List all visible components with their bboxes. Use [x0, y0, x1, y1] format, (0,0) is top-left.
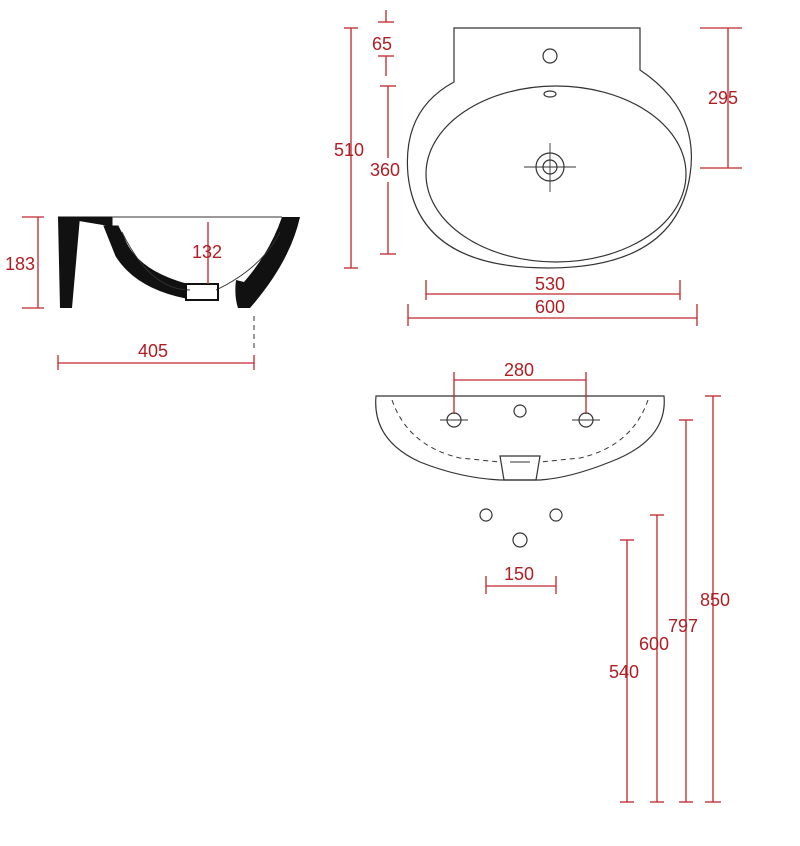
dim-label-850: 850 [700, 590, 730, 610]
dim-label-600-height: 600 [639, 634, 669, 654]
plan-view: 510 65 360 295 530 [334, 10, 742, 326]
bowl-outline-top [425, 85, 687, 263]
dim-total-width: 600 [407, 297, 698, 326]
dim-bowl-width: 530 [425, 274, 681, 300]
dim-label-360: 360 [370, 160, 400, 180]
drain-icon [524, 143, 576, 192]
dim-label-132: 132 [192, 242, 222, 262]
dim-waste-spacing: 150 [485, 564, 557, 594]
fixing-hole-left-icon [440, 412, 468, 428]
dim-label-797: 797 [668, 616, 698, 636]
dim-total-depth: 510 [334, 27, 364, 269]
dim-tap-offset: 65 [372, 10, 394, 76]
dim-fixing-height: 797 [668, 419, 698, 803]
overflow-hole-front-icon [513, 404, 527, 418]
dim-label-183: 183 [5, 254, 35, 274]
dim-label-530: 530 [535, 274, 565, 294]
side-section-view: 183 132 405 [5, 216, 300, 370]
dim-label-405: 405 [138, 341, 168, 361]
waste-hole-right-icon [549, 508, 563, 522]
basin-front-section [235, 217, 300, 308]
dim-projection: 405 [57, 341, 255, 370]
basin-outline-front [375, 395, 665, 481]
dim-label-295: 295 [708, 88, 738, 108]
overflow-icon [543, 90, 557, 98]
dim-side-height: 183 [5, 216, 44, 309]
dim-label-510: 510 [334, 140, 364, 160]
dim-label-540: 540 [609, 662, 639, 682]
front-view: 280 150 540 600 797 [375, 360, 730, 803]
dim-bowl-depth: 132 [192, 222, 222, 284]
dim-waste-height-600: 600 [639, 514, 669, 803]
basin-outline-top [406, 27, 692, 269]
waste-hole-left-icon [479, 508, 493, 522]
dim-label-65: 65 [372, 34, 392, 54]
dim-backsplash: 295 [700, 27, 742, 169]
dim-bowl-length: 360 [370, 85, 400, 255]
wall-bracket-section [58, 217, 80, 308]
tap-hole-icon [542, 48, 558, 64]
dim-waste-height-540: 540 [609, 539, 639, 803]
waste-hole-center-icon [512, 532, 528, 548]
dim-fixing-spacing: 280 [453, 360, 587, 414]
dim-label-150: 150 [504, 564, 534, 584]
dim-rim-height: 850 [700, 395, 730, 803]
dim-label-600-width: 600 [535, 297, 565, 317]
fixing-hole-right-icon [572, 412, 600, 428]
drain-outlet-section [185, 283, 219, 301]
dim-label-280: 280 [504, 360, 534, 380]
drain-outlet-front [499, 455, 541, 481]
